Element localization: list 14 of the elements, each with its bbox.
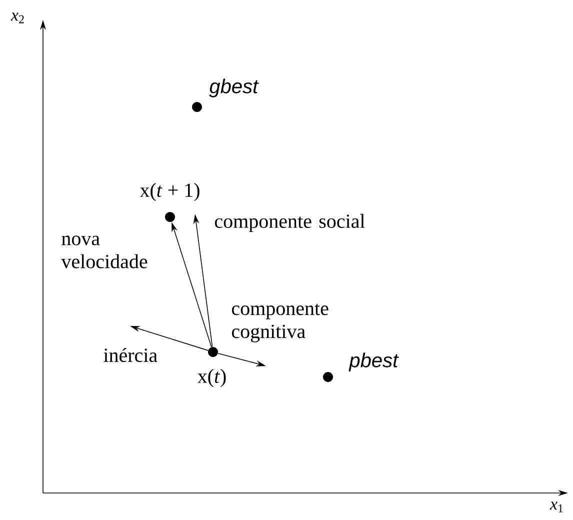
edge-label: inércia bbox=[104, 348, 158, 362]
point-label: gbest bbox=[209, 78, 259, 98]
point-label: x(t) bbox=[198, 368, 226, 388]
point-label: x(t + 1) bbox=[140, 182, 200, 202]
edge-label: nova velocidade bbox=[61, 236, 148, 268]
axis-label: x$_{2}$ bbox=[10, 12, 24, 24]
edge-label: componente social bbox=[214, 214, 365, 232]
point-dot bbox=[192, 102, 202, 112]
axis-label: x$_{1}$ bbox=[550, 502, 563, 512]
edge-label: componente cognitiva bbox=[232, 304, 328, 342]
point-dot bbox=[208, 347, 218, 357]
point-dot bbox=[165, 212, 175, 222]
point-dot bbox=[323, 372, 333, 382]
point-label: pbest bbox=[348, 352, 399, 372]
